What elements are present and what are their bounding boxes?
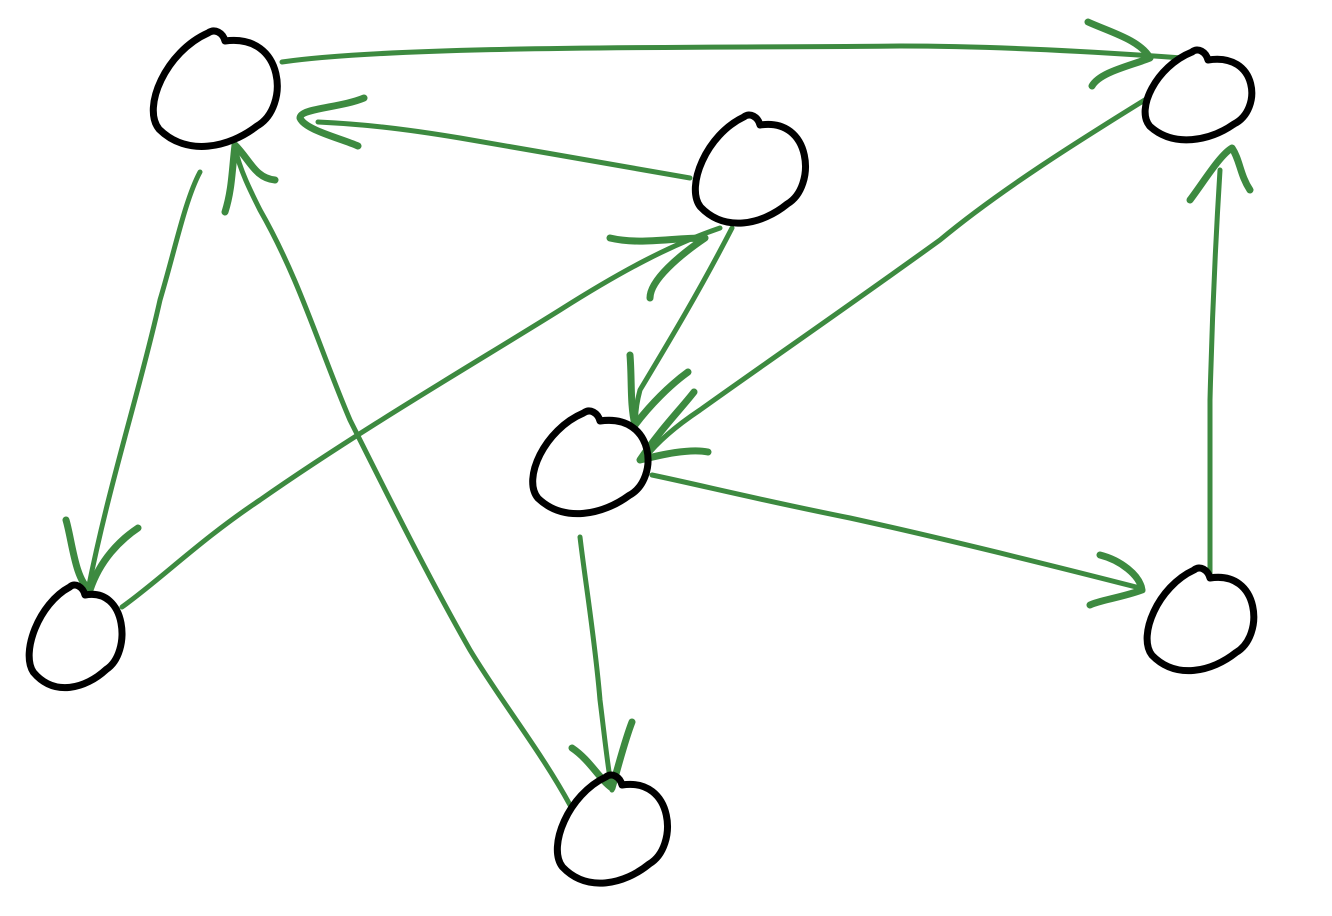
edge-f-to-a [221, 141, 573, 808]
edge-a-to-e [62, 169, 203, 594]
edge-line [232, 145, 573, 808]
node-f [553, 771, 671, 887]
edge-line [279, 43, 1185, 65]
arrowhead-icon [1186, 144, 1254, 204]
node-b [1141, 46, 1256, 144]
edge-d-to-f [568, 534, 636, 793]
arrowhead-icon [606, 234, 709, 302]
edge-line [119, 225, 723, 610]
arrowhead-icon [221, 141, 279, 216]
arrowhead-icon [1084, 18, 1154, 90]
edge-line [577, 534, 615, 793]
edge-b-to-d [636, 95, 1151, 464]
edge-line [649, 472, 1143, 591]
arrowhead-icon [636, 388, 712, 464]
arrowhead-icon [568, 718, 636, 792]
edge-g-to-b [1186, 144, 1254, 578]
edge-a-to-b [279, 18, 1185, 90]
edge-line [85, 169, 203, 593]
edge-line [1207, 167, 1223, 578]
edge-line [315, 119, 693, 181]
edge-c-to-a [296, 94, 693, 181]
edge-line [642, 95, 1151, 461]
node-e [25, 581, 126, 692]
node-d [529, 407, 652, 518]
arrowhead-icon [62, 516, 142, 594]
edge-e-to-c [119, 225, 723, 610]
node-g [1143, 564, 1258, 675]
arrowhead-icon [1086, 551, 1146, 609]
node-a [149, 27, 281, 150]
edge-d-to-g [649, 472, 1146, 609]
node-c [691, 111, 809, 227]
arrowhead-icon [296, 94, 368, 150]
